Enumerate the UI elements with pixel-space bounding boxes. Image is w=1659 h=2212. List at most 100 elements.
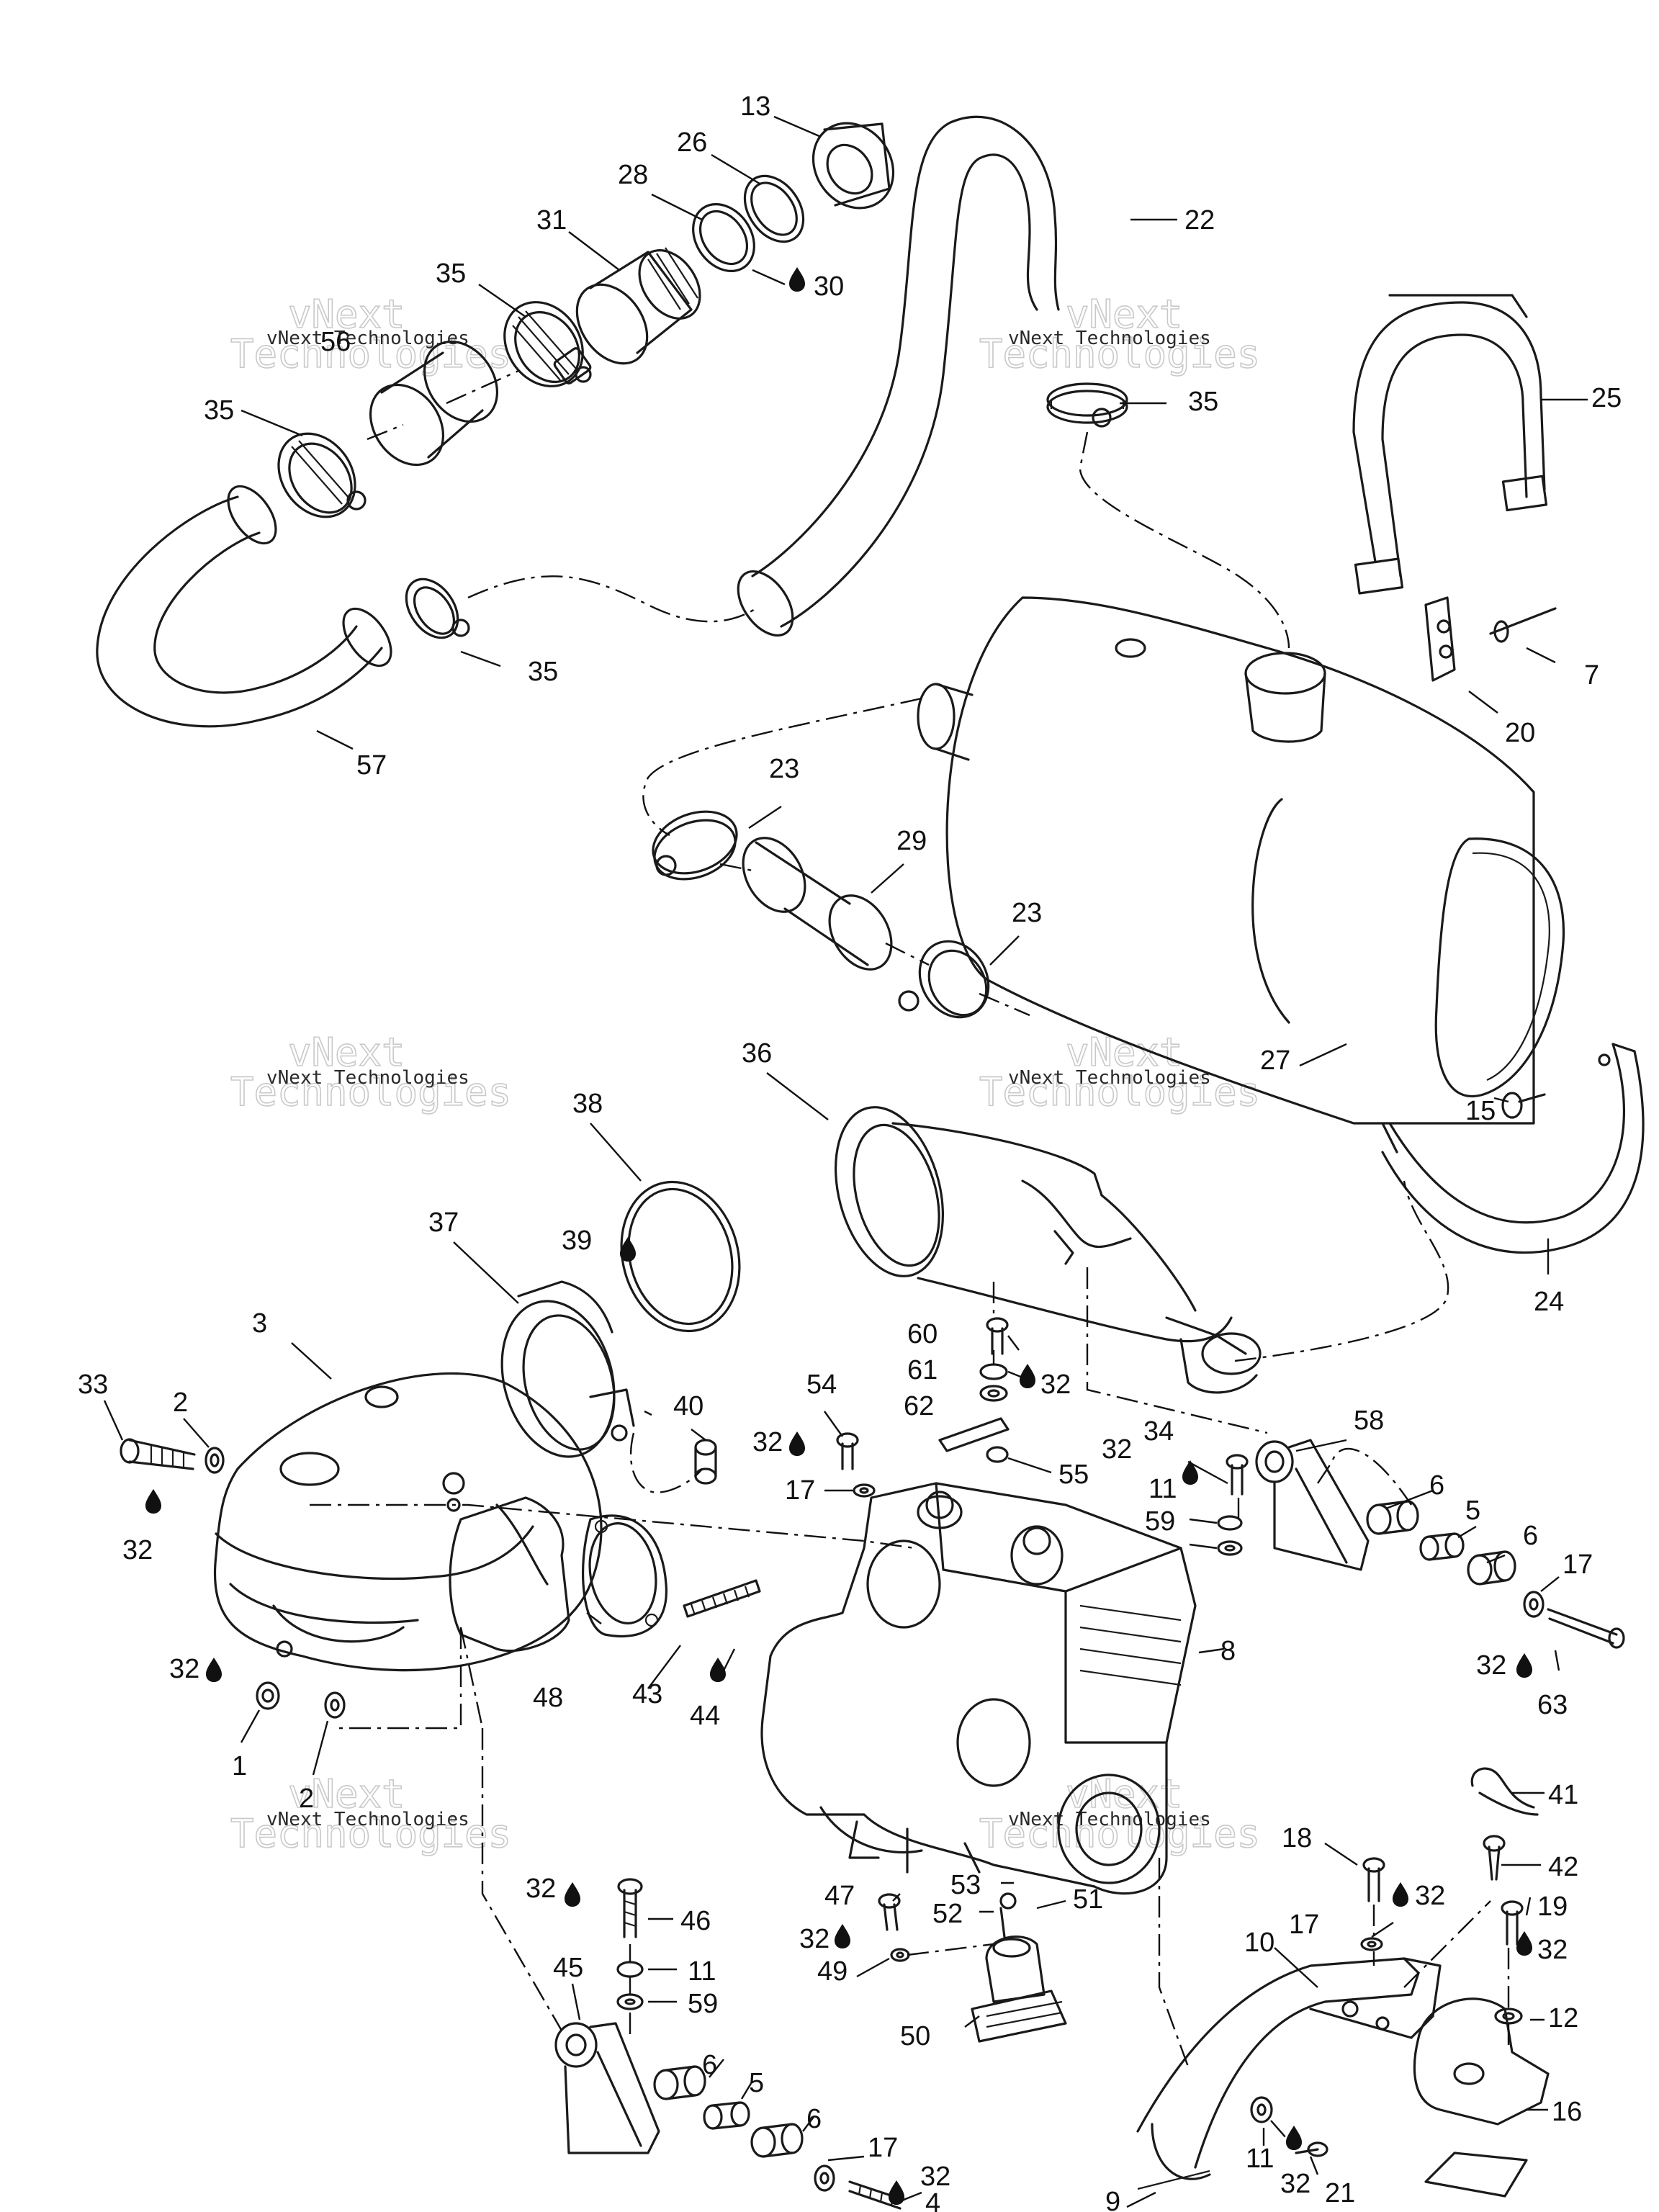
callout-20[interactable]: 20	[1505, 718, 1535, 748]
callout-5-b[interactable]: 5	[749, 2068, 764, 2098]
callout-32-c[interactable]: 32	[752, 1427, 783, 1457]
callout-23-b[interactable]: 23	[1012, 898, 1042, 928]
callout-47[interactable]: 47	[824, 1881, 855, 1911]
part-18-bolt[interactable]	[1362, 1857, 1385, 1902]
part-13-nut[interactable]	[797, 107, 909, 223]
callout-32-j[interactable]: 32	[799, 1924, 830, 1954]
callout-22[interactable]: 22	[1184, 205, 1215, 235]
callout-17-b[interactable]: 17	[1563, 1550, 1593, 1580]
part-45-bracket[interactable]	[554, 2022, 660, 2154]
callout-48[interactable]: 48	[533, 1683, 563, 1713]
callout-11-a[interactable]: 11	[1148, 1474, 1177, 1504]
callout-32-g[interactable]: 32	[1415, 1881, 1445, 1911]
part-51-rubber-mount[interactable]	[985, 1892, 1046, 2003]
callout-61[interactable]: 61	[907, 1355, 938, 1385]
callout-6-c[interactable]: 6	[702, 2050, 717, 2080]
callout-6-d[interactable]: 6	[806, 2104, 822, 2134]
part-37-clamp[interactable]	[485, 1280, 635, 1470]
callout-17-d[interactable]: 17	[868, 2133, 898, 2163]
part-43-stud[interactable]	[683, 1579, 761, 1618]
part-11-washer-b[interactable]	[1250, 2096, 1273, 2123]
callout-18[interactable]: 18	[1282, 1823, 1312, 1853]
part-49-washer[interactable]	[890, 1948, 910, 1962]
part-28-ring[interactable]	[680, 192, 767, 283]
callout-11-c[interactable]: 11	[688, 1956, 716, 1987]
part-22-tube[interactable]	[727, 115, 1060, 645]
callout-55[interactable]: 55	[1058, 1460, 1089, 1490]
part-60-bolt[interactable]	[986, 1317, 1009, 1355]
part-6-bushing-d[interactable]	[750, 2123, 804, 2158]
part-55-cable-lug[interactable]	[938, 1417, 1010, 1463]
callout-32-h[interactable]: 32	[1537, 1935, 1568, 1965]
part-15-screw[interactable]	[1501, 1092, 1546, 1119]
callout-27[interactable]: 27	[1260, 1046, 1290, 1076]
part-42-clip[interactable]	[1483, 1835, 1506, 1881]
part-36-exhaust-pipe[interactable]	[818, 1095, 1262, 1394]
callout-62[interactable]: 62	[904, 1391, 934, 1421]
callout-31[interactable]: 31	[536, 205, 567, 235]
callout-49[interactable]: 49	[817, 1956, 848, 1987]
callout-7[interactable]: 7	[1584, 660, 1599, 691]
part-34-bolt[interactable]	[1226, 1454, 1249, 1496]
callout-35-c[interactable]: 35	[528, 657, 558, 687]
callout-24[interactable]: 24	[1534, 1287, 1564, 1317]
callout-53[interactable]: 53	[950, 1870, 981, 1900]
part-56-sleeve[interactable]	[356, 328, 513, 479]
callout-23-a[interactable]: 23	[769, 754, 799, 784]
part-31-fitting[interactable]	[562, 239, 712, 377]
part-5-spacer-a[interactable]	[1419, 1532, 1465, 1561]
callout-16[interactable]: 16	[1552, 2097, 1582, 2127]
callout-32-f[interactable]: 32	[1476, 1650, 1506, 1681]
callout-11-b[interactable]: 11	[1246, 2144, 1274, 2174]
part-6-bushing-b[interactable]	[1467, 1550, 1516, 1586]
part-61-washer[interactable]	[979, 1363, 1008, 1380]
callout-37[interactable]: 37	[428, 1208, 459, 1238]
callout-32-a[interactable]: 32	[122, 1535, 153, 1565]
part-17-washer-d[interactable]	[814, 2164, 835, 2192]
callout-59-a[interactable]: 59	[1145, 1506, 1175, 1537]
callout-21[interactable]: 21	[1325, 2178, 1355, 2208]
callout-12[interactable]: 12	[1548, 2003, 1578, 2033]
callout-58[interactable]: 58	[1354, 1406, 1384, 1436]
part-4-bolt[interactable]	[848, 2180, 905, 2210]
callout-57[interactable]: 57	[356, 750, 387, 781]
part-35-clamp-a[interactable]	[488, 287, 598, 402]
part-5-spacer-b[interactable]	[703, 2101, 750, 2130]
callout-60[interactable]: 60	[907, 1319, 938, 1349]
callout-8[interactable]: 8	[1220, 1636, 1236, 1666]
callout-34[interactable]: 34	[1143, 1416, 1174, 1447]
part-59-washer-b[interactable]	[616, 1993, 644, 2010]
part-10-support[interactable]	[1136, 1957, 1442, 2190]
part-35-clamp-d[interactable]	[1046, 382, 1128, 428]
callout-35-d[interactable]: 35	[1188, 387, 1218, 417]
callout-35-b[interactable]: 35	[204, 395, 234, 426]
callout-2-b[interactable]: 2	[299, 1784, 314, 1814]
callout-32-d[interactable]: 32	[1040, 1370, 1071, 1400]
callout-45[interactable]: 45	[553, 1953, 583, 1983]
part-41-cable-tie[interactable]	[1470, 1767, 1539, 1816]
callout-17-a[interactable]: 17	[785, 1475, 815, 1506]
part-17-washer-a[interactable]	[853, 1483, 876, 1498]
callout-36[interactable]: 36	[742, 1038, 772, 1069]
callout-46[interactable]: 46	[680, 1906, 711, 1936]
part-46-bolt[interactable]	[617, 1878, 643, 1938]
part-35-clamp-c[interactable]	[396, 570, 470, 647]
callout-44[interactable]: 44	[690, 1701, 720, 1731]
callout-40[interactable]: 40	[673, 1391, 703, 1421]
callout-30[interactable]: 30	[814, 271, 844, 302]
callout-25[interactable]: 25	[1591, 383, 1622, 413]
callout-43[interactable]: 43	[632, 1679, 662, 1709]
part-6-bushing-c[interactable]	[653, 2065, 706, 2100]
part-62-washer[interactable]	[979, 1385, 1008, 1402]
callout-63[interactable]: 63	[1537, 1690, 1568, 1720]
part-12-washer[interactable]	[1494, 2008, 1523, 2025]
callout-13[interactable]: 13	[740, 91, 770, 122]
part-58-bracket[interactable]	[1255, 1439, 1370, 1571]
callout-15[interactable]: 15	[1465, 1096, 1496, 1126]
part-35-clamp-b[interactable]	[263, 419, 371, 532]
callout-39[interactable]: 39	[562, 1226, 592, 1256]
part-11-washer-a[interactable]	[1217, 1515, 1243, 1531]
callout-52[interactable]: 52	[932, 1899, 963, 1929]
callout-51[interactable]: 51	[1073, 1884, 1103, 1915]
part-17-washer-c[interactable]	[1360, 1937, 1383, 1951]
